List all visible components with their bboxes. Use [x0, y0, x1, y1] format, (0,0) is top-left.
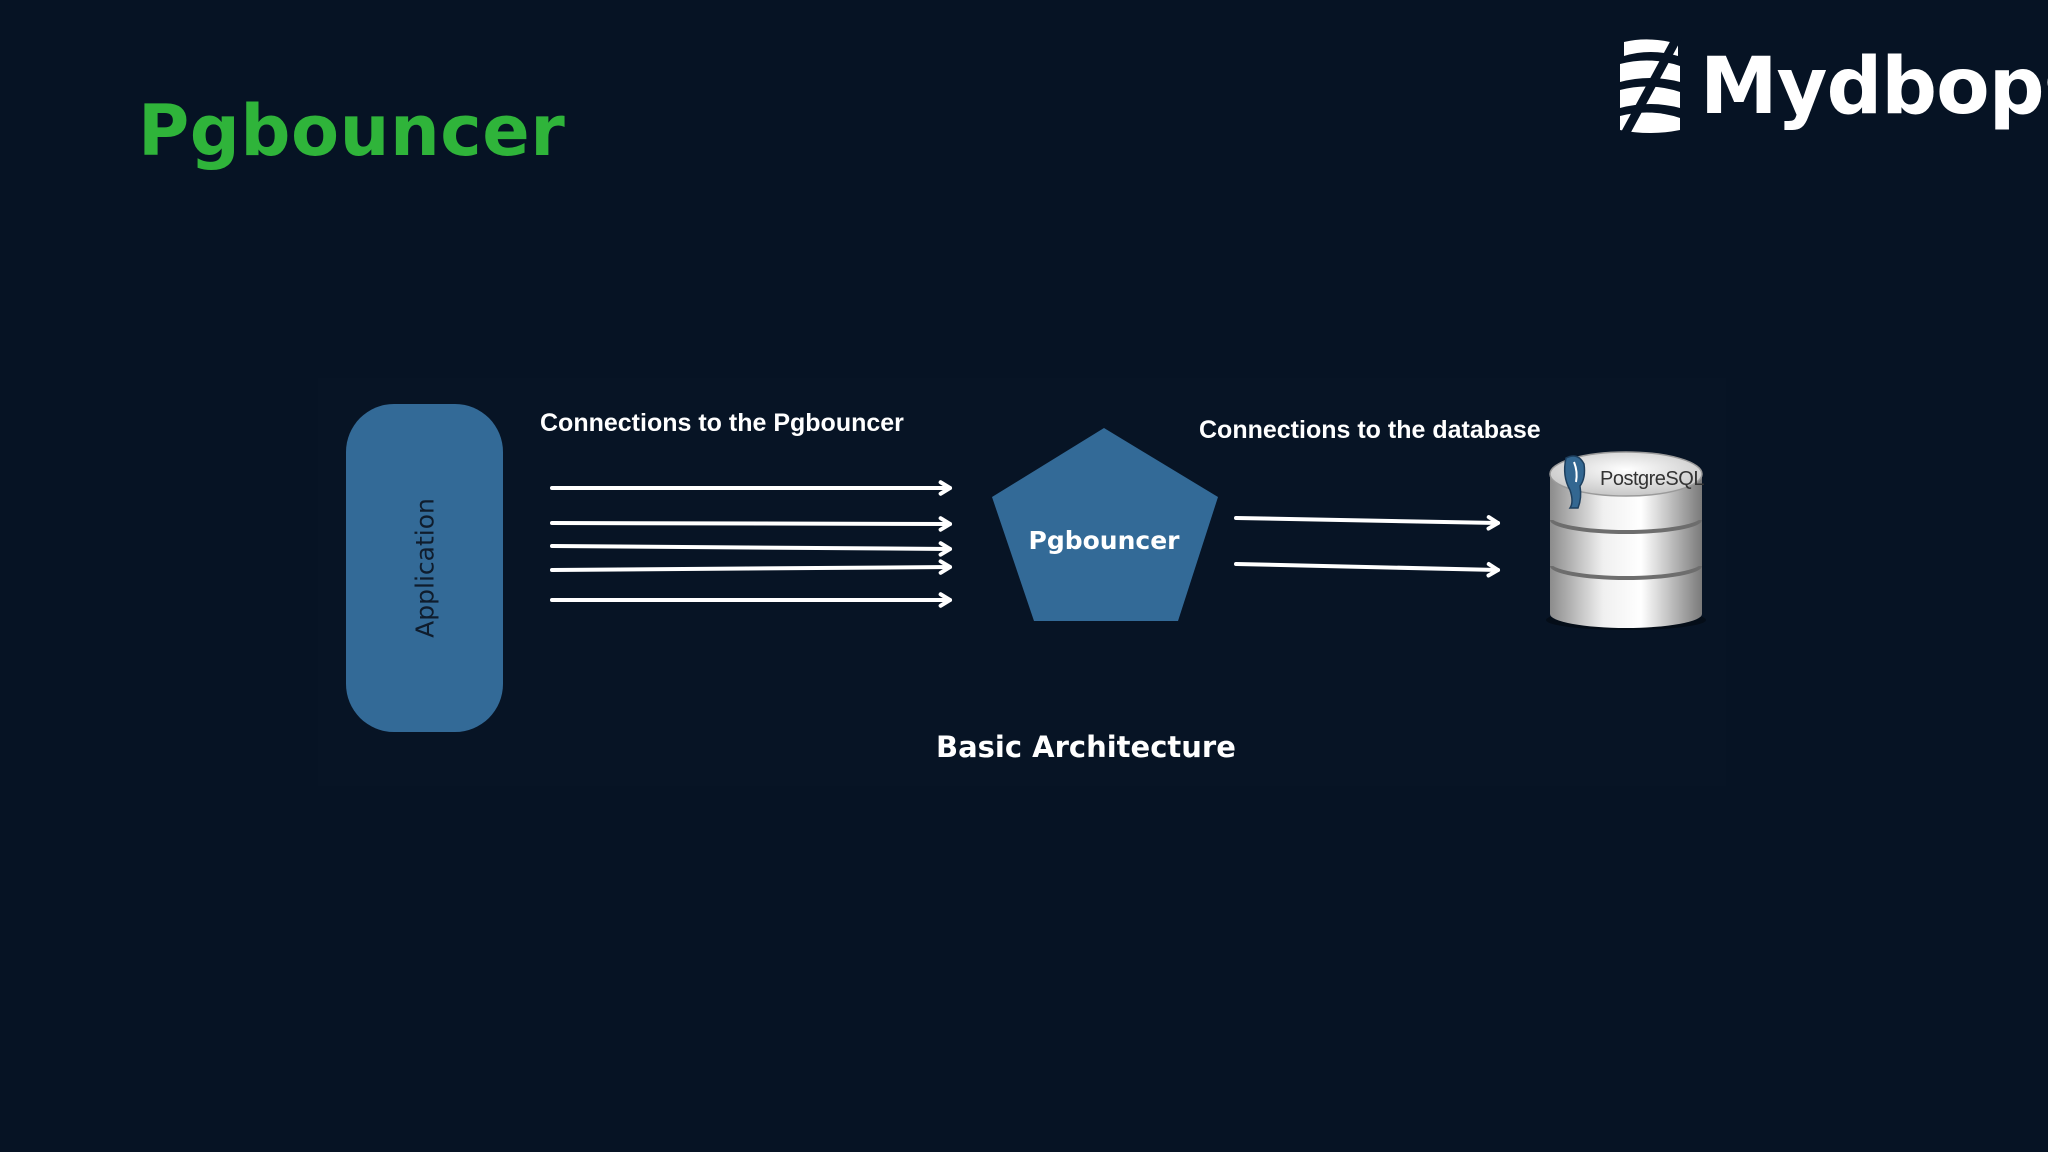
mydbops-logo-icon [1620, 38, 1682, 134]
database-cylinder [1546, 451, 1706, 630]
brand-name: Mydbops [1700, 42, 2048, 132]
brand-logo: Mydbops [1616, 38, 2048, 138]
pgbouncer-to-db-label: Connections to the database [1199, 416, 1541, 444]
pgbouncer-label: Pgbouncer [1028, 526, 1180, 555]
application-label: Application [410, 498, 439, 638]
diagram-caption: Basic Architecture [936, 730, 1236, 764]
postgresql-database-icon: PostgreSQL [1540, 446, 1712, 632]
application-node: Application [346, 404, 503, 732]
app-to-pgbouncer-label: Connections to the Pgbouncer [540, 409, 904, 437]
postgresql-label: PostgreSQL [1600, 468, 1704, 490]
slide-title: Pgbouncer [138, 90, 566, 172]
